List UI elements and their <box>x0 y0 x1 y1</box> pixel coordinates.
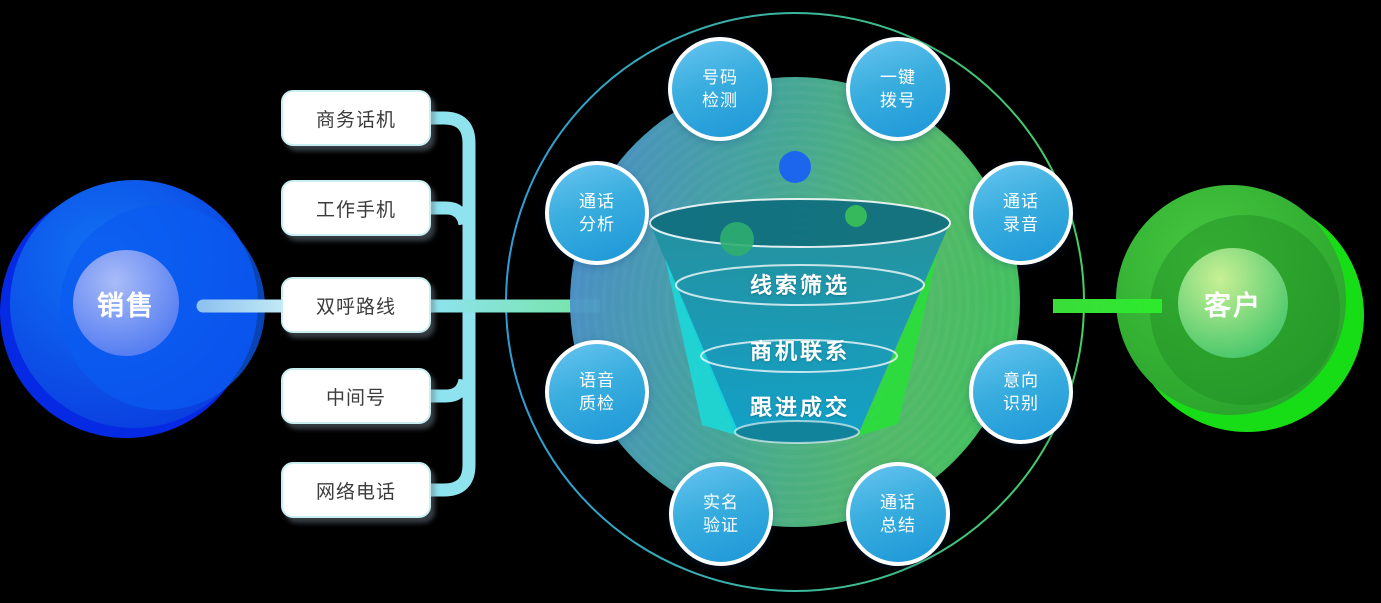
feature-label: 一键 拨号 <box>880 68 916 110</box>
feature-label: 语音 质检 <box>579 371 615 413</box>
channel-label: 工作手机 <box>315 199 396 221</box>
channel-box-internet-call: 网络电话 <box>281 462 431 518</box>
feature-badge-voice-quality-check: 语音 质检 <box>545 340 649 444</box>
funnel-stage-label: 跟进成交 <box>749 395 850 420</box>
feature-label: 意向 识别 <box>1003 371 1039 413</box>
channel-label: 双呼路线 <box>315 296 396 318</box>
hub-gradient-disc <box>570 77 1020 527</box>
funnel-stage-lead-screening: 线索筛选 <box>690 268 910 300</box>
channel-label: 中间号 <box>325 387 386 409</box>
sales-node: 销售 <box>73 250 179 356</box>
sales-label: 销售 <box>97 290 155 321</box>
feature-badge-call-analysis: 通话 分析 <box>545 161 649 265</box>
funnel-stage-label: 线索筛选 <box>749 273 850 298</box>
channel-stub-work-phone <box>431 201 472 226</box>
feature-label: 实名 验证 <box>703 493 739 535</box>
customer-node: 客户 <box>1178 248 1288 358</box>
channel-label: 商务话机 <box>315 109 396 131</box>
feature-badge-number-detection: 号码 检测 <box>668 37 772 141</box>
channel-box-dual-call-route: 双呼路线 <box>281 277 431 333</box>
channel-trunk-line <box>431 111 476 497</box>
feature-label: 通话 分析 <box>579 192 615 234</box>
channel-box-middle-number: 中间号 <box>281 368 431 424</box>
feature-label: 通话 录音 <box>1003 192 1039 234</box>
channel-box-work-phone: 工作手机 <box>281 180 431 236</box>
feature-badge-call-summary: 通话 总结 <box>846 462 950 566</box>
feature-badge-intent-recognition: 意向 识别 <box>969 340 1073 444</box>
funnel-stage-label: 商机联系 <box>749 339 850 364</box>
channel-box-business-phone: 商务话机 <box>281 90 431 146</box>
customer-label: 客户 <box>1204 290 1262 321</box>
feature-badge-call-recording: 通话 录音 <box>969 161 1073 265</box>
feature-badge-real-name-verification: 实名 验证 <box>669 462 773 566</box>
channel-label: 网络电话 <box>315 481 396 503</box>
funnel-stage-follow-up-deal: 跟进成交 <box>690 390 910 422</box>
channel-stub-middle-number <box>431 378 472 403</box>
funnel-stage-opportunity-contact: 商机联系 <box>690 334 910 366</box>
feature-badge-one-click-dial: 一键 拨号 <box>846 37 950 141</box>
feature-label: 通话 总结 <box>880 493 916 535</box>
feature-label: 号码 检测 <box>702 68 738 110</box>
